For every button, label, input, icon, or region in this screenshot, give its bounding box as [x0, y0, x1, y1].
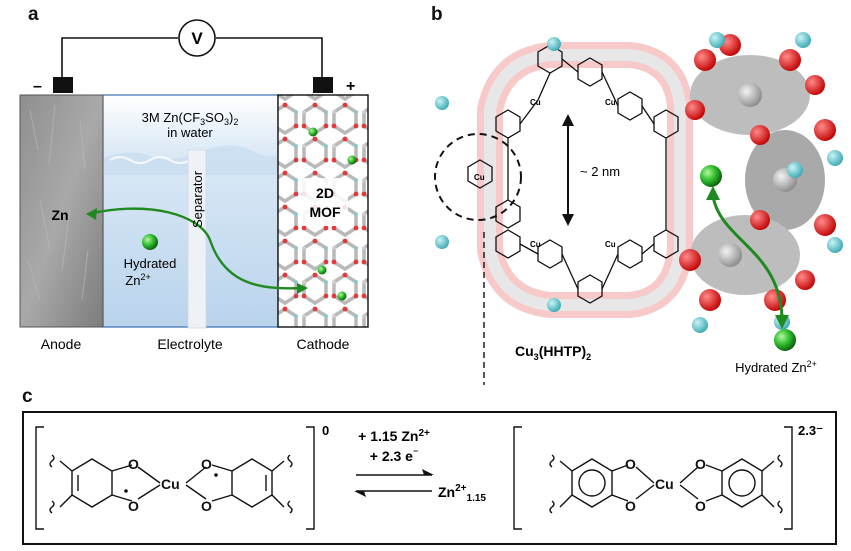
right-bracket-open: [513, 426, 522, 530]
electrolyte-composition: 3M Zn(CF3SO3)2: [142, 110, 239, 127]
right-charge: 2.3⁻: [798, 423, 823, 438]
cathode-terminal: [313, 77, 333, 93]
circuit-wire-right: [216, 37, 323, 80]
pore-size-label: ~ 2 nm: [580, 164, 620, 179]
cu-atom-bottom-left: [435, 235, 449, 249]
right-ring-2: [721, 458, 763, 508]
cu-label-mid-top: Cu: [530, 98, 541, 107]
circuit-wire: [61, 37, 178, 80]
panel-label-a: a: [28, 4, 39, 25]
oxygen-label: O: [625, 456, 636, 472]
radical-dot-right: [214, 473, 218, 477]
copper-label: Cu: [655, 476, 674, 492]
cathode-label-line1: 2D: [316, 185, 334, 201]
electrolyte-solvent: in water: [167, 125, 213, 140]
left-bracket-open: [35, 426, 44, 530]
voltmeter-label: V: [191, 29, 203, 48]
highlight-circle: [434, 133, 522, 221]
zinc-anode: [19, 94, 104, 328]
left-bracket-close: [306, 426, 315, 530]
oxygen-label: O: [201, 498, 212, 514]
anode-terminal: [53, 77, 73, 93]
cu-atom-left: [435, 96, 449, 110]
oxygen-label: O: [625, 498, 636, 514]
ion-formula: Zn2+: [125, 272, 150, 288]
anode-label: Anode: [41, 336, 82, 352]
ion-insertion-arrow: [711, 195, 784, 319]
cu-label-mid-bottom: Cu: [530, 240, 541, 249]
hhtp-linkers: [467, 44, 679, 304]
electrolyte-label: Electrolyte: [157, 336, 223, 352]
mof-structure-diagram: Cu Cu Cu Cu Cu ~ 2 nm Cu3(HHTP)2 Hydrate…: [434, 32, 843, 385]
copper-label: Cu: [161, 476, 180, 492]
plus-sign: +: [346, 78, 355, 95]
zn-ion-icon: [142, 234, 158, 250]
zn-ion-outside-icon: [774, 329, 796, 351]
zn-ion-cathode-2: [347, 155, 357, 165]
reverse-product: Zn2+1.15: [438, 483, 486, 504]
anode-material-label: Zn: [51, 207, 68, 223]
cu-atom-top: [547, 37, 561, 51]
cathode-label: Cathode: [297, 336, 350, 352]
oxygen-label: O: [695, 456, 706, 472]
zn-ion-cathode-1: [308, 127, 318, 137]
panel-label-b: b: [431, 4, 443, 25]
minus-sign: –: [33, 78, 42, 95]
zn-ion-inside-icon: [700, 165, 722, 187]
ion-label: Hydrated: [124, 256, 177, 271]
oxygen-label: O: [128, 498, 139, 514]
oxygen-label: O: [695, 498, 706, 514]
radical-dot-left: [124, 489, 128, 493]
left-charge: 0: [322, 423, 329, 438]
battery-diagram: V – + 3M Zn(CF3SO3)2 in water Separator …: [19, 19, 369, 352]
zn-ion-cathode-4: [337, 291, 347, 301]
cu-label-top: Cu: [605, 98, 616, 107]
cu-label-bottom: Cu: [605, 240, 616, 249]
oxygen-label: O: [128, 456, 139, 472]
space-filling-stack: [679, 32, 843, 333]
ion-transport-arrow: [87, 207, 307, 290]
voltmeter-icon: [178, 19, 216, 57]
reaction-box: [22, 411, 837, 545]
cu-label-center: Cu: [474, 173, 485, 182]
hydrated-zn-label: Hydrated Zn2+: [735, 359, 817, 375]
panel-label-c: c: [22, 386, 33, 407]
pore-framework: [477, 42, 693, 318]
mof-formula: Cu3(HHTP)2: [515, 343, 591, 362]
right-ring-1: [571, 458, 613, 508]
cu-atom-bottom: [547, 298, 561, 312]
oxygen-label: O: [201, 456, 212, 472]
separator: [187, 149, 207, 329]
right-bracket-close: [784, 426, 793, 530]
zn-ion-cathode-3: [317, 265, 327, 275]
forward-reagent-line1: + 1.15 Zn2+: [358, 428, 430, 444]
forward-reagent-line2: + 2.3 e⁻: [370, 448, 418, 464]
cathode-label-line2: MOF: [309, 204, 341, 220]
separator-label: Separator: [190, 170, 205, 228]
reaction-scheme: O O O O Cu O O O O Cu 0 2.3⁻ + 1.15 Zn2+…: [35, 423, 823, 530]
